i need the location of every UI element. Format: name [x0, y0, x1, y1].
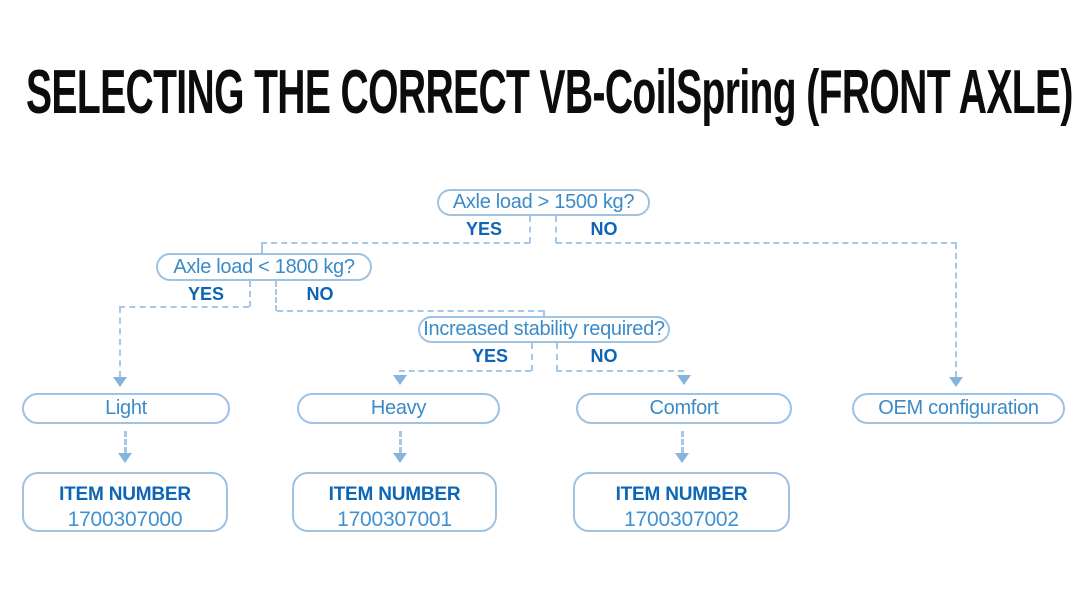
item-box-light: ITEM NUMBER 1700307000: [22, 472, 228, 532]
outcome-oem-configuration-text: OEM configuration: [878, 397, 1039, 419]
connector-d1-no-horizontal: [556, 242, 957, 244]
decision-2-no-label: NO: [306, 284, 334, 304]
outcome-oem-configuration: OEM configuration: [852, 393, 1065, 424]
connector-d2-yes-horizontal: [119, 306, 249, 308]
connector-d1-yes-stub: [529, 216, 531, 243]
item-box-heavy: ITEM NUMBER 1700307001: [292, 472, 497, 532]
connector-d2-yes-stub: [249, 281, 251, 307]
decision-1-no-label: NO: [590, 219, 618, 239]
down-arrowhead-icon: [118, 453, 132, 463]
decision-stability-text: Increased stability required?: [423, 318, 665, 340]
decision-axle-load-1500-text: Axle load > 1500 kg?: [452, 191, 635, 213]
connector-d2-no-drop: [543, 310, 545, 317]
outcome-light-text: Light: [105, 397, 147, 419]
decision-axle-load-1500: Axle load > 1500 kg?: [437, 189, 650, 216]
item-number-label: ITEM NUMBER: [328, 484, 461, 505]
connector-d3-yes-horizontal: [399, 370, 531, 372]
decision-3-yes-label: YES: [471, 346, 509, 366]
item-number-value: 1700307002: [624, 508, 739, 531]
connector-d2-no-stub: [275, 281, 277, 311]
connector-light-item: [124, 431, 127, 453]
page-title: SELECTING THE CORRECT VB-CoilSpring (FRO…: [26, 58, 1073, 127]
down-arrowhead-icon: [677, 375, 691, 385]
connector-d3-no-stub: [556, 343, 558, 371]
connector-d1-no-drop: [955, 243, 957, 377]
down-arrowhead-icon: [113, 377, 127, 387]
connector-d1-no-stub: [555, 216, 557, 243]
item-number-value: 1700307001: [337, 508, 452, 531]
connector-d3-yes-stub: [531, 343, 533, 371]
decision-3-no-label: NO: [590, 346, 618, 366]
decision-1-yes-label: YES: [465, 219, 503, 239]
outcome-comfort-text: Comfort: [649, 397, 719, 419]
decision-axle-load-1800-text: Axle load < 1800 kg?: [173, 255, 355, 278]
connector-d1-yes-drop: [261, 243, 263, 254]
item-number-label: ITEM NUMBER: [59, 484, 191, 505]
outcome-light: Light: [22, 393, 230, 424]
connector-heavy-item: [399, 431, 402, 453]
down-arrowhead-icon: [393, 453, 407, 463]
connector-d2-yes-drop: [119, 307, 121, 377]
connector-comfort-item: [681, 431, 684, 453]
connector-d1-yes-horizontal: [261, 242, 530, 244]
down-arrowhead-icon: [393, 375, 407, 385]
connector-d2-no-horizontal: [277, 310, 544, 312]
item-number-value: 1700307000: [67, 508, 183, 531]
outcome-comfort: Comfort: [576, 393, 792, 424]
decision-stability: Increased stability required?: [418, 316, 670, 343]
item-number-label: ITEM NUMBER: [615, 484, 748, 505]
connector-d3-no-horizontal: [556, 370, 684, 372]
down-arrowhead-icon: [949, 377, 963, 387]
outcome-heavy-text: Heavy: [370, 397, 427, 419]
decision-axle-load-1800: Axle load < 1800 kg?: [156, 253, 372, 281]
decision-2-yes-label: YES: [187, 284, 225, 304]
outcome-heavy: Heavy: [297, 393, 500, 424]
down-arrowhead-icon: [675, 453, 689, 463]
item-box-comfort: ITEM NUMBER 1700307002: [573, 472, 790, 532]
